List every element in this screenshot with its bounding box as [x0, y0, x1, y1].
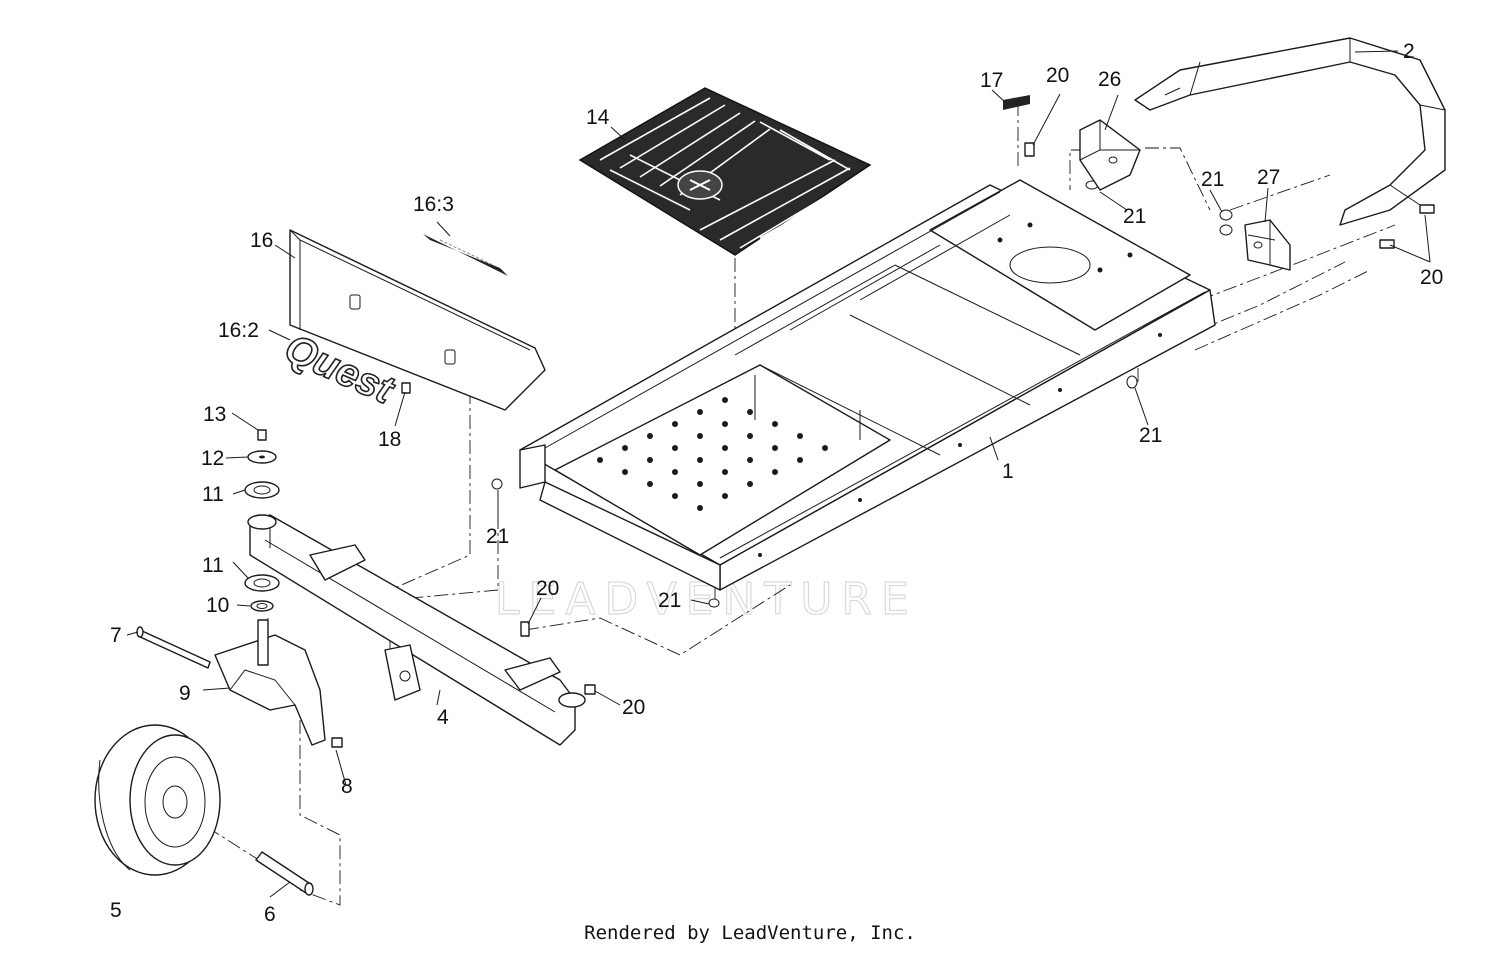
callout-stripe-decal: 16:3: [413, 193, 454, 216]
callout-wheel: 5: [110, 899, 122, 922]
callout-nut-21-right: 21: [1201, 168, 1224, 191]
callout-axle-beam: 4: [437, 706, 449, 729]
callout-wheel-spacer: 6: [264, 903, 276, 926]
watermark-text: LEADVENTURE: [495, 574, 918, 625]
callout-axle-bolt: 7: [110, 624, 122, 647]
callout-nut-21-side: 21: [1139, 424, 1162, 447]
callout-nut-21-top: 21: [1123, 205, 1146, 228]
callout-bracket-27: 27: [1257, 166, 1280, 189]
callout-bolt-20-right: 20: [1420, 266, 1443, 289]
callout-washer-12: 12: [201, 447, 224, 470]
main-frame: [519, 179, 1216, 591]
callout-floor-mat: 14: [586, 106, 610, 129]
callout-handlebar: 2: [1403, 40, 1415, 63]
callout-nut-21-left: 21: [486, 525, 509, 548]
callout-bolt-20-beam-end: 20: [622, 696, 645, 719]
callout-bearing-upper: 11: [202, 483, 224, 506]
caster-fork: [214, 619, 326, 746]
wheel: [94, 724, 221, 876]
floor-mat: [578, 87, 872, 256]
callout-bracket-26: 26: [1098, 68, 1121, 91]
handlebar: [1134, 37, 1446, 226]
hardware: [257, 142, 1435, 748]
assembly-centerlines: [164, 102, 1396, 906]
stripe-decal: [423, 234, 508, 276]
callout-washer-10: 10: [206, 594, 229, 617]
callout-nut-21-front: 21: [658, 589, 681, 612]
bracket-27: [1244, 219, 1291, 271]
axle-bolt: [136, 626, 211, 669]
callout-frame: 1: [1002, 460, 1014, 483]
callout-bolt-8: 8: [341, 775, 353, 798]
callout-bolt-20-beam: 20: [536, 577, 559, 600]
callout-quest-decal: 16:2: [218, 319, 259, 342]
callout-small-decal: 17: [980, 69, 1003, 92]
callout-leaders: [126, 50, 1431, 898]
callout-screw-18: 18: [378, 428, 401, 451]
callout-caster-fork: 9: [179, 682, 191, 705]
bracket-26: [1079, 119, 1141, 191]
small-decal: [1003, 95, 1030, 110]
callout-bolt-20-top: 20: [1046, 64, 1069, 87]
axle-beam: [247, 514, 586, 746]
callout-bolt-13: 13: [203, 403, 226, 426]
wheel-spacer: [255, 851, 314, 896]
front-panel: [289, 229, 546, 411]
render-credit: Rendered by LeadVenture, Inc.: [584, 922, 916, 944]
callout-labels: 1 2 4 5 6 7 8 9 10 11 11 12 13 14 16 16:…: [110, 40, 1443, 926]
callout-front-panel: 16: [250, 229, 273, 252]
callout-bearing-lower: 11: [202, 554, 224, 577]
